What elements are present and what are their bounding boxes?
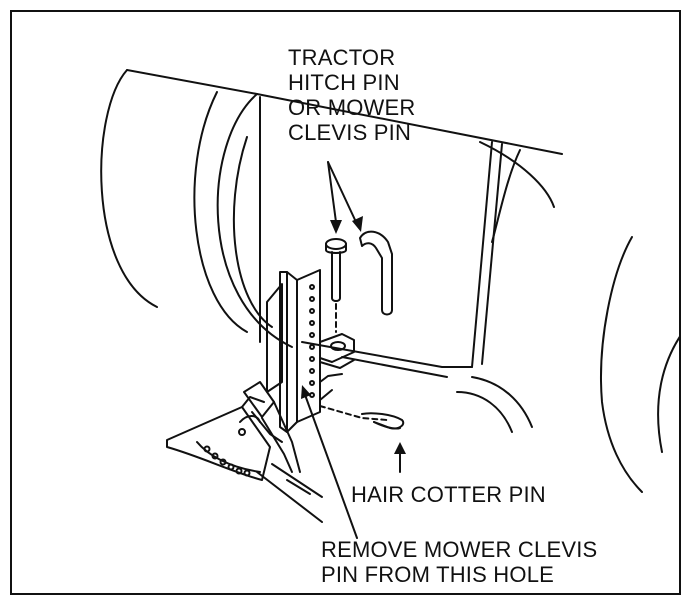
linkage-icon xyxy=(238,381,301,473)
arrowhead-2 xyxy=(352,216,363,232)
tractor-pin-leader-2 xyxy=(327,161,357,223)
hitch-plate-icon xyxy=(266,269,321,433)
deck-left-outer xyxy=(100,69,158,308)
mower-hitch-diagram xyxy=(100,69,679,539)
sector-plate-icon xyxy=(166,396,271,481)
label-line: REMOVE MOWER CLEVIS xyxy=(321,537,598,562)
deck-top-edge-left xyxy=(126,69,258,95)
illustration-frame: TRACTOR HITCH PIN OR MOWER CLEVIS PIN HA… xyxy=(10,10,681,595)
mower-clevis-bracket-icon xyxy=(319,333,355,401)
cotter-insert-path xyxy=(319,405,388,421)
hair-cotter-pin-label: HAIR COTTER PIN xyxy=(351,482,546,507)
deck-top-edge-right xyxy=(256,93,563,155)
label-line: PIN FROM THIS HOLE xyxy=(321,562,554,587)
arrowhead-4 xyxy=(301,385,311,399)
tractor-hitch-pin-icon xyxy=(325,238,347,302)
right-cylinder-inner xyxy=(657,336,679,453)
deck-right-vertical xyxy=(471,141,493,368)
tractor-pin-leader-1 xyxy=(327,161,337,223)
hitch-bar-2 xyxy=(271,463,323,498)
label-line: OR MOWER xyxy=(288,95,416,120)
right-deck-lower xyxy=(456,391,513,433)
remove-clevis-pin-label: REMOVE MOWER CLEVIS PIN FROM THIS HOLE xyxy=(321,537,597,587)
hitch-bar-1 xyxy=(256,471,323,523)
hair-cotter-pin-icon xyxy=(361,412,405,430)
tractor-hitch-pin-label: TRACTOR HITCH PIN OR MOWER CLEVIS PIN xyxy=(288,45,415,145)
label-line: TRACTOR xyxy=(288,45,396,70)
deck-bottom xyxy=(301,341,473,368)
label-line: CLEVIS PIN xyxy=(288,120,412,145)
label-line: HITCH PIN xyxy=(288,70,400,95)
deck-right-top xyxy=(479,141,555,208)
hitch-bar-3 xyxy=(286,479,311,495)
right-deck-lower2 xyxy=(471,376,533,428)
deck-left-mid xyxy=(193,91,248,333)
mower-clevis-pin-icon xyxy=(359,230,393,316)
deck-bottom-2 xyxy=(341,356,448,378)
deck-right-vertical2 xyxy=(481,143,503,365)
right-cylinder-outer xyxy=(600,236,643,493)
remove-clevis-leader xyxy=(303,391,358,539)
arrowhead-1 xyxy=(330,220,342,234)
arrowhead-3 xyxy=(394,442,406,454)
